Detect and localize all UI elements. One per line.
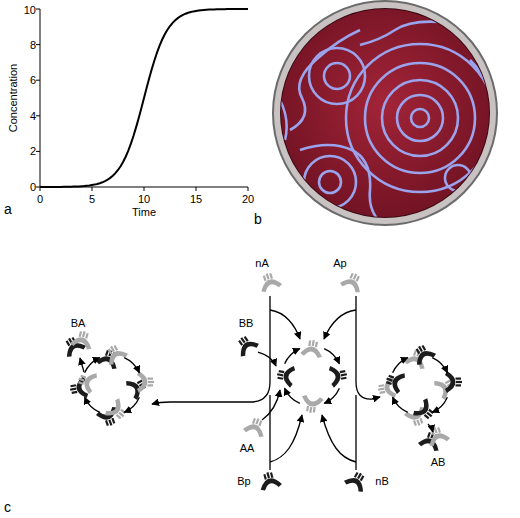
cycle-arrow (85, 358, 100, 373)
petri-dish (397, 95, 443, 141)
reaction-line (322, 415, 356, 462)
sigmoid-curve (40, 9, 248, 187)
molecule-label: Bp (237, 476, 250, 487)
petri-dish (280, 22, 495, 222)
tick-label: 20 (242, 194, 254, 205)
tick-label: 8 (30, 39, 36, 50)
plot-axes (40, 9, 248, 187)
molecule-shape (339, 269, 366, 294)
cycle-arrow (85, 349, 448, 413)
molecule-label: BB (239, 318, 254, 329)
molecule-shape (383, 368, 406, 394)
tick-label: 5 (89, 194, 95, 205)
molecule-shape (275, 363, 296, 388)
reaction-line (80, 296, 433, 470)
molecule-shape (343, 468, 371, 494)
petri-dish (411, 109, 429, 127)
molecule-shape (137, 371, 154, 393)
reaction-line (355, 395, 356, 470)
molecule-shape (300, 338, 325, 359)
reaction-line (428, 424, 433, 432)
reaction-line (258, 352, 276, 366)
petri-dish (365, 63, 475, 173)
cycle-arrow (85, 397, 100, 412)
reaction-line (270, 415, 302, 462)
petri-dish (324, 63, 350, 89)
reaction-line (152, 296, 270, 404)
plot-axes (36, 9, 248, 191)
tick-label: 10 (138, 194, 150, 205)
cycle-arrow (285, 388, 300, 403)
molecule-shape (424, 424, 450, 447)
axis-title: Time (132, 207, 156, 218)
molecule-shape (445, 371, 462, 393)
panel-letter: a (4, 202, 12, 216)
petri-dish (280, 100, 287, 140)
molecule-shape (328, 363, 349, 388)
molecule-label: nA (255, 258, 268, 269)
panel-letter: c (4, 500, 11, 514)
molecule-shape (124, 373, 150, 401)
tick-label: 6 (30, 75, 36, 86)
tick-label: 4 (30, 110, 36, 121)
petri-dish (273, 1, 497, 225)
reaction-line (356, 296, 380, 399)
petri-dish (281, 9, 489, 217)
molecule-shape (59, 269, 462, 493)
petri-dish (280, 8, 490, 218)
tick-label: 10 (24, 5, 36, 16)
molecule-shape (101, 341, 129, 367)
molecule-label: Ap (333, 258, 346, 269)
molecule-shape (256, 270, 282, 293)
reaction-line (270, 310, 300, 339)
cycle-arrow (324, 349, 339, 364)
axis-title: Concentration (8, 64, 19, 133)
reaction-line (324, 310, 356, 339)
molecule-label: BA (71, 318, 86, 329)
petri-dish (445, 165, 471, 191)
molecule-label: AA (240, 443, 255, 454)
reaction-line (80, 358, 84, 372)
molecule-shape (70, 328, 96, 350)
petri-dish (273, 1, 497, 225)
reaction-line (262, 390, 280, 420)
petri-dish (304, 156, 356, 208)
tick-label: 15 (190, 194, 202, 205)
plot-axes (36, 9, 40, 187)
molecule-shape (75, 368, 98, 394)
cycle-arrow (324, 388, 339, 403)
cycle-arrow (393, 358, 408, 373)
molecule-label: AB (431, 457, 446, 468)
molecule-shape (257, 469, 283, 491)
petri-dish (470, 60, 495, 110)
molecule-label: nB (375, 476, 388, 487)
cycle-arrow (432, 358, 447, 373)
cycle-arrow (432, 397, 447, 412)
molecule-shape (299, 394, 324, 415)
tick-label: 2 (30, 146, 36, 157)
cycle-arrow (124, 397, 139, 412)
reaction-line (269, 395, 270, 470)
cycle-arrow (393, 397, 408, 412)
petri-dish (290, 30, 360, 130)
molecule-shape (409, 341, 437, 367)
petri-dish (360, 22, 440, 45)
petri-dish (300, 145, 380, 222)
molecule-shape (232, 331, 260, 358)
petri-dish (382, 80, 458, 156)
cycle-arrow (285, 349, 300, 364)
petri-dish (319, 171, 341, 193)
tick-label: 0 (30, 182, 36, 193)
panel-letter: b (254, 212, 262, 226)
molecule-shape (432, 373, 458, 401)
cycle-arrow (124, 358, 139, 373)
tick-label: 0 (37, 194, 43, 205)
petri-dish (309, 48, 365, 104)
